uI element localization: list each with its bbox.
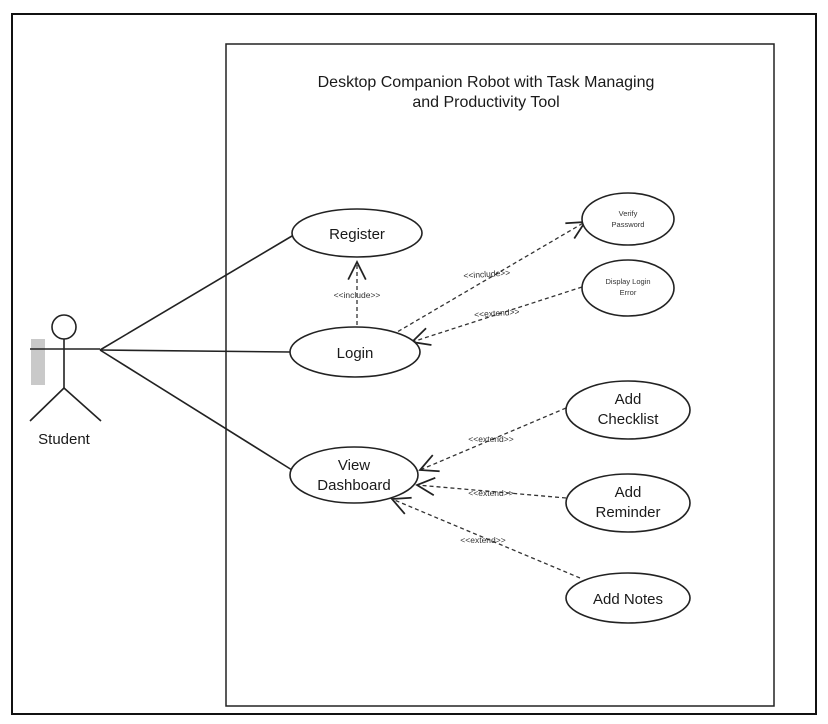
system-boundary: [225, 43, 775, 707]
include-login-verify: [391, 221, 587, 336]
association-login: [99, 349, 291, 353]
use-case-login-label: Login: [337, 345, 374, 362]
use-case-add-reminder-label-2: Reminder: [595, 504, 660, 521]
label-include-verify: <<include>>: [463, 267, 510, 280]
system-title-line-1: Desktop Companion Robot with Task Managi…: [318, 74, 655, 91]
use-case-register-label: Register: [329, 226, 385, 243]
use-case-register: Register: [291, 208, 423, 258]
use-case-verify-password: Verify Password: [581, 192, 675, 246]
outer-frame: [11, 13, 817, 715]
use-case-add-notes-label: Add Notes: [593, 591, 663, 608]
use-case-add-checklist-label-1: Add: [615, 391, 642, 408]
use-case-view-dashboard-label-2: Dashboard: [317, 477, 390, 494]
use-case-display-login-error-label-2: Error: [620, 288, 637, 297]
label-extend-checklist: <<extend>>: [468, 434, 513, 444]
use-case-add-reminder: Add Reminder: [565, 473, 691, 533]
use-case-login: Login: [289, 326, 421, 378]
use-case-verify-password-label-1: Verify: [619, 209, 638, 218]
actor-label: Student: [38, 431, 91, 448]
use-case-view-dashboard-label-1: View: [338, 457, 370, 474]
actor-right-leg: [63, 387, 102, 422]
extend-reminder-dashboard: [415, 476, 567, 499]
label-extend-error: <<extend>>: [474, 306, 520, 319]
use-case-add-checklist: Add Checklist: [565, 380, 691, 440]
use-case-verify-password-label-2: Password: [612, 220, 645, 229]
actor-student: Student: [29, 314, 102, 448]
actor-left-leg: [29, 387, 65, 422]
use-case-display-login-error: Display Login Error: [581, 259, 675, 317]
use-case-display-login-error-label-1: Display Login: [605, 277, 650, 286]
extend-notes-dashboard: [390, 496, 581, 579]
label-include-register: <<include>>: [334, 290, 381, 300]
actor-head: [51, 314, 77, 340]
label-extend-reminder: <<extend>>: [468, 488, 513, 498]
actor-shadow-bar: [31, 339, 45, 385]
system-title-line-2: and Productivity Tool: [412, 94, 559, 111]
extend-error-login: [410, 286, 583, 346]
label-extend-notes: <<extend>>: [460, 535, 505, 545]
use-case-add-notes: Add Notes: [565, 572, 691, 624]
use-case-add-reminder-label-1: Add: [615, 484, 642, 501]
use-case-view-dashboard: View Dashboard: [289, 446, 419, 504]
association-register: [99, 235, 293, 351]
use-case-add-checklist-label-2: Checklist: [598, 411, 660, 428]
extend-checklist-dashboard: [418, 407, 567, 473]
association-dashboard: [99, 349, 293, 471]
